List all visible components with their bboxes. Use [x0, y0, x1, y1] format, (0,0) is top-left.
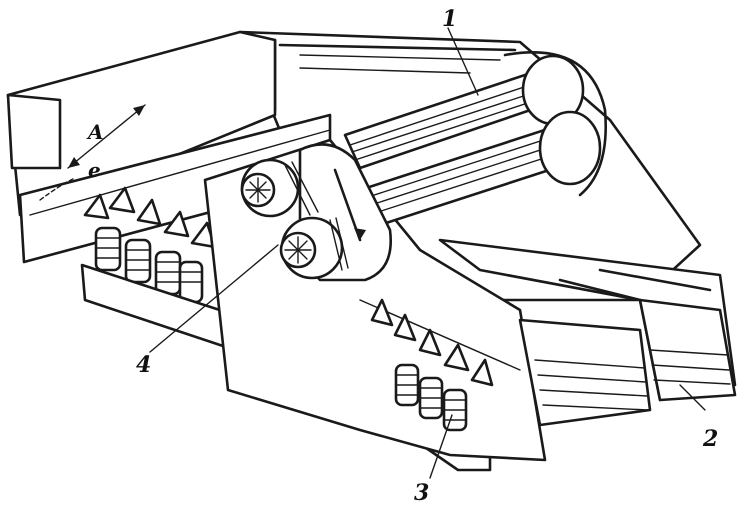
leader-lines: [149, 27, 706, 479]
callout-3: 3: [414, 480, 430, 506]
spring-supports-right: [394, 363, 468, 432]
amplitude-label: A: [88, 120, 104, 144]
amplitude-arrow: [39, 104, 146, 201]
callout-4: 4: [136, 352, 152, 378]
callout-2: 2: [703, 426, 719, 452]
angle-label: e: [88, 158, 101, 182]
spring-supports-left: [94, 226, 204, 304]
gear-pair: [240, 158, 349, 280]
exciter-shafts: [343, 51, 607, 227]
screen-deck-teeth-left: [83, 186, 217, 249]
screen-deck-teeth-right: [370, 298, 494, 387]
callout-1: 1: [442, 6, 458, 32]
left-side-wall: [6, 30, 332, 264]
discharge-troughs: [438, 238, 737, 427]
